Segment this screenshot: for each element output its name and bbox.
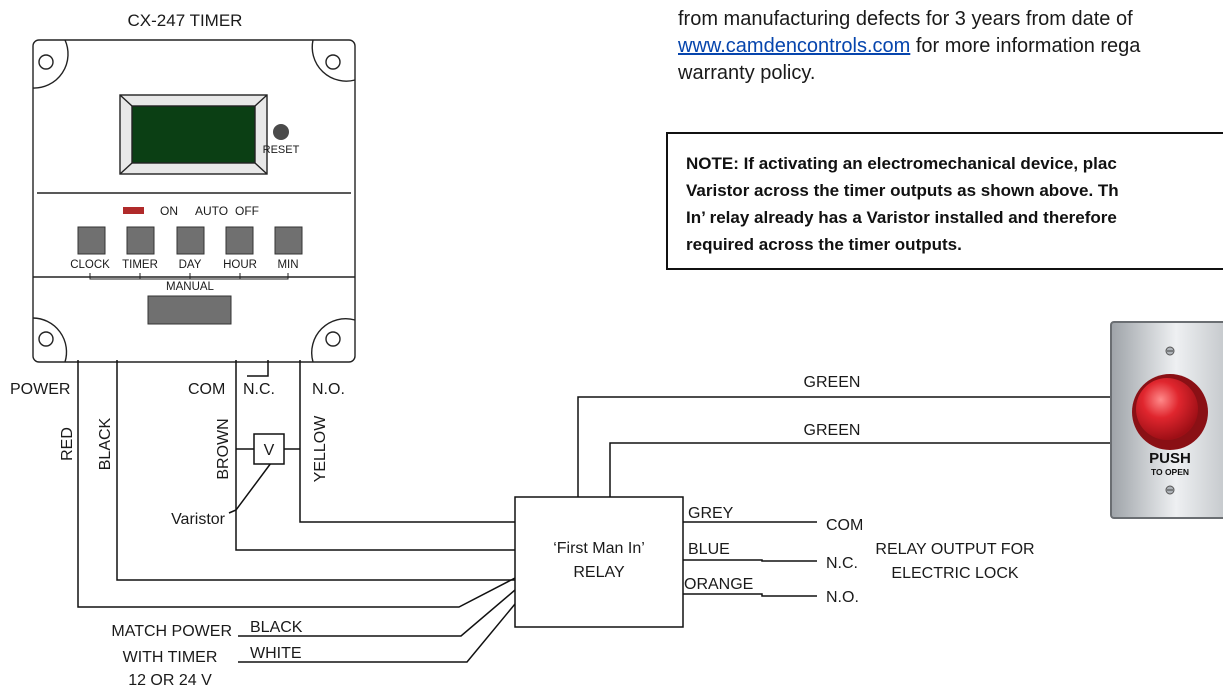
green-wire-2 bbox=[609, 442, 1115, 497]
wires bbox=[77, 360, 1115, 663]
warranty-paragraph: from manufacturing defects for 3 years f… bbox=[678, 6, 1223, 87]
black-power-wire-label: BLACK bbox=[250, 619, 303, 636]
clock-button[interactable] bbox=[77, 226, 106, 255]
black-power-wire bbox=[238, 589, 516, 637]
orange-wire-label: ORANGE bbox=[684, 576, 753, 593]
camden-link[interactable]: www.camdencontrols.com bbox=[678, 35, 911, 57]
power-match-line-1: MATCH POWER bbox=[111, 623, 232, 640]
orange-wire bbox=[683, 593, 817, 597]
relay-output-caption-1: RELAY OUTPUT FOR bbox=[875, 541, 1034, 558]
hour-button-label: HOUR bbox=[223, 259, 257, 271]
note-line-3: In’ relay already has a Varistor install… bbox=[686, 208, 1117, 227]
green-wire-2-label: GREEN bbox=[804, 422, 861, 439]
manual-button[interactable] bbox=[147, 295, 232, 325]
push-label: PUSH bbox=[1149, 450, 1191, 467]
yellow-wire bbox=[299, 360, 515, 523]
blue-wire bbox=[683, 559, 817, 562]
timer-unit bbox=[32, 39, 356, 363]
power-terminal-label: POWER bbox=[10, 381, 70, 398]
lcd-bevel-br bbox=[254, 162, 268, 175]
mount-hole-tl bbox=[38, 54, 54, 70]
varistor-label: Varistor bbox=[171, 511, 226, 528]
relay-nc-label: N.C. bbox=[826, 555, 858, 572]
lcd-bevel-tr bbox=[254, 94, 268, 107]
corner-arc-bl bbox=[32, 317, 68, 363]
relay-output-caption-2: ELECTRIC LOCK bbox=[891, 565, 1018, 582]
button-bracket bbox=[89, 273, 289, 280]
relay-no-label: N.O. bbox=[826, 589, 859, 606]
relay-com-label: COM bbox=[826, 517, 863, 534]
relay-type: RELAY bbox=[573, 564, 625, 581]
hour-button[interactable] bbox=[225, 226, 254, 255]
green-wire-1-label: GREEN bbox=[804, 374, 861, 391]
power-match-line-3: 12 OR 24 V bbox=[128, 672, 212, 688]
corner-arc-tr bbox=[311, 39, 356, 82]
timer-button[interactable] bbox=[126, 226, 155, 255]
min-button[interactable] bbox=[274, 226, 303, 255]
note-box: NOTE: If activating an electromechanical… bbox=[666, 132, 1223, 270]
warranty-line-2-rest: for more information rega bbox=[910, 35, 1141, 57]
mode-auto-label: AUTO bbox=[195, 204, 228, 218]
mode-on-label: ON bbox=[160, 204, 178, 218]
push-to-open-station: PUSH TO OPEN bbox=[1110, 321, 1223, 519]
varistor-symbol-label: V bbox=[264, 442, 275, 459]
clock-button-label: CLOCK bbox=[70, 259, 110, 271]
black-wire bbox=[116, 360, 515, 581]
push-button[interactable] bbox=[1136, 378, 1198, 440]
lcd-bevel-bl bbox=[119, 162, 133, 175]
warranty-line-3: warranty policy. bbox=[678, 62, 816, 84]
nc-lead bbox=[247, 360, 269, 377]
mode-off-label: OFF bbox=[235, 204, 259, 218]
corner-arc-br bbox=[311, 318, 356, 363]
lcd-bevel-tl bbox=[119, 94, 133, 107]
com-terminal-label: COM bbox=[188, 381, 225, 398]
mount-hole-bl bbox=[38, 331, 54, 347]
grey-wire-label: GREY bbox=[688, 505, 734, 522]
warranty-line-2: www.camdencontrols.com for more informat… bbox=[678, 33, 1223, 60]
warranty-line-1: from manufacturing defects for 3 years f… bbox=[678, 8, 1133, 30]
brown-wire bbox=[235, 360, 515, 551]
blue-wire-label: BLUE bbox=[688, 541, 730, 558]
timer-button-label: TIMER bbox=[122, 259, 158, 271]
white-power-wire bbox=[238, 603, 516, 663]
day-button[interactable] bbox=[176, 226, 205, 255]
day-button-label: DAY bbox=[179, 259, 202, 271]
note-line-1: NOTE: If activating an electromechanical… bbox=[686, 154, 1117, 173]
min-button-label: MIN bbox=[277, 259, 298, 271]
mount-hole-tr bbox=[325, 54, 341, 70]
relay-box bbox=[514, 496, 684, 628]
green-wire-1 bbox=[577, 396, 1115, 497]
mode-indicator bbox=[123, 207, 144, 214]
black-wire-label: BLACK bbox=[97, 417, 114, 470]
manual-label: MANUAL bbox=[166, 281, 215, 293]
reset-label: RESET bbox=[263, 144, 300, 156]
lcd-screen bbox=[131, 105, 256, 164]
yellow-wire-label: YELLOW bbox=[312, 415, 329, 483]
brown-wire-label: BROWN bbox=[215, 418, 232, 479]
varistor-pointer bbox=[228, 462, 272, 514]
corner-arc-tl bbox=[32, 39, 69, 89]
nc-terminal-label: N.C. bbox=[243, 381, 275, 398]
power-match-line-2: WITH TIMER bbox=[123, 649, 218, 666]
red-wire-label: RED bbox=[59, 427, 76, 461]
timer-title: CX-247 TIMER bbox=[128, 11, 243, 30]
no-terminal-label: N.O. bbox=[312, 381, 345, 398]
timer-housing bbox=[32, 39, 356, 363]
white-power-wire-label: WHITE bbox=[250, 645, 302, 662]
note-line-4: required across the timer outputs. bbox=[686, 235, 962, 254]
to-open-label: TO OPEN bbox=[1151, 467, 1189, 477]
mount-hole-br bbox=[325, 331, 341, 347]
red-wire bbox=[77, 360, 516, 608]
note-line-2: Varistor across the timer outputs as sho… bbox=[686, 181, 1119, 200]
varistor-symbol bbox=[253, 433, 285, 465]
reset-button[interactable] bbox=[273, 124, 289, 140]
relay-name: ‘First Man In’ bbox=[553, 540, 645, 557]
